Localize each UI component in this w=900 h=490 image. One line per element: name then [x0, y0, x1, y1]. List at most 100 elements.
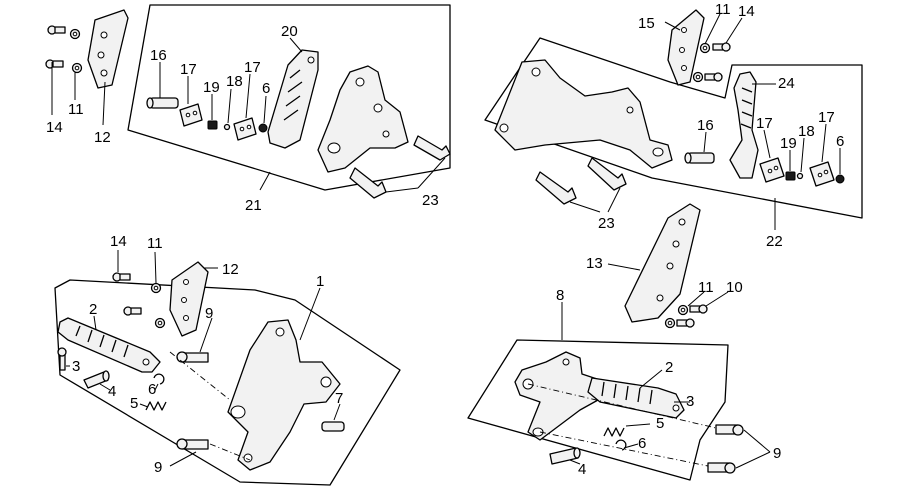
callout-6-d: 6: [638, 435, 646, 452]
spring-19-top-right: [785, 171, 796, 181]
nut-6-top-right: [835, 174, 845, 184]
callout-23-a: 23: [422, 192, 439, 209]
rearset-bracket-bottom-right: [514, 351, 601, 441]
bolt-23-top-left-a: [413, 135, 451, 161]
clip-6-bottom-right: [615, 439, 627, 451]
spring-5-bottom-right: [603, 427, 625, 437]
callout-18-b: 18: [798, 123, 815, 140]
pin-16-top-right: [684, 152, 715, 164]
callout-3-a: 3: [72, 358, 80, 375]
plate-17-top-left-b: [233, 117, 257, 141]
footpeg-2-bottom-left: [57, 317, 161, 373]
screw-3-bottom-left: [57, 347, 67, 371]
callout-17-c: 17: [756, 115, 773, 132]
callout-4-a: 4: [108, 383, 116, 400]
callout-4-b: 4: [578, 461, 586, 478]
callout-9-a: 9: [205, 305, 213, 322]
callout-labels: 14 11 12 16 17 19 18 17 6 20 21 23 15 11…: [46, 1, 844, 478]
assembly-frame-22: [484, 37, 863, 219]
callout-2-b: 2: [665, 359, 673, 376]
callout-9-c: 9: [773, 445, 781, 462]
heel-plate-12-top-left: [87, 9, 129, 89]
callout-8: 8: [556, 287, 564, 304]
rearset-bracket-1-bottom-left: [227, 319, 341, 471]
callout-6-a: 6: [262, 80, 270, 97]
screw-14-bottom-left-b: [123, 306, 142, 316]
callout-3-b: 3: [686, 393, 694, 410]
screw-10-bottom-right-a: [689, 304, 708, 314]
spring-19-top-left: [207, 120, 218, 130]
callout-19-b: 19: [780, 135, 797, 152]
bottom-left-group: [54, 250, 401, 486]
plate-17-top-right-a: [759, 157, 785, 183]
assembly-frame-21: [127, 4, 451, 191]
callout-9-b: 9: [154, 459, 162, 476]
bolt-9-bottom-left-b: [176, 438, 209, 450]
screw-10-bottom-right-b: [676, 318, 695, 328]
top-left-group: [45, 4, 451, 199]
callout-19-a: 19: [203, 79, 220, 96]
bolt-23-top-right-b: [587, 157, 627, 191]
heel-plate-13-bottom-right: [624, 203, 701, 323]
bolt-23-top-right-a: [535, 171, 577, 205]
callout-22: 22: [766, 233, 783, 250]
washer-11-bottom-right-b: [664, 317, 676, 329]
callout-20: 20: [281, 23, 298, 40]
callout-14-a: 14: [46, 119, 63, 136]
plate-17-top-left-a: [179, 103, 203, 127]
pin-16-top-left: [146, 97, 179, 109]
footpeg-24-top-right: [729, 71, 759, 179]
callout-6-b: 6: [836, 133, 844, 150]
clip-6-bottom-left: [153, 373, 165, 385]
washer-11-bottom-left-a: [150, 282, 162, 294]
callout-1: 1: [316, 273, 324, 290]
callout-16-a: 16: [150, 47, 167, 64]
washer-11-top-left-b: [71, 62, 83, 74]
callout-14-c: 14: [110, 233, 127, 250]
callout-5-a: 5: [130, 395, 138, 412]
rearset-bracket-top-right: [494, 59, 673, 169]
callout-10: 10: [726, 279, 743, 296]
ball-18-top-right: [796, 172, 804, 180]
callout-23-b: 23: [598, 215, 615, 232]
callout-17-a: 17: [180, 61, 197, 78]
callout-12-a: 12: [94, 129, 111, 146]
pin-4-bottom-left: [83, 370, 110, 389]
callout-11-d: 11: [698, 279, 714, 296]
ball-18-top-left: [223, 123, 231, 131]
assembly-frame-1: [54, 279, 401, 486]
footpeg-2-bottom-right: [587, 377, 685, 419]
washer-11-top-right-a: [699, 42, 711, 54]
screw-14-top-left-b: [45, 59, 64, 69]
washer-11-bottom-right-a: [677, 304, 689, 316]
callout-5-b: 5: [656, 415, 664, 432]
callout-16-b: 16: [697, 117, 714, 134]
callout-12-b: 12: [222, 261, 239, 278]
bottom-right-group: [467, 203, 771, 481]
assembly-frame-8: [467, 339, 729, 481]
bolt-9-bottom-left-a: [176, 351, 209, 363]
screw-14-bottom-left: [112, 272, 131, 282]
screw-14-top-right-a: [712, 42, 731, 52]
screw-14-top-left-a: [47, 25, 66, 35]
callout-18-a: 18: [226, 73, 243, 90]
rearset-bracket-top-left: [317, 65, 409, 173]
bolt-9-bottom-right-a: [715, 424, 744, 436]
bolt-23-top-left-b: [349, 167, 387, 199]
bolt-9-bottom-right-b: [707, 462, 736, 474]
nut-6-top-left: [258, 123, 268, 133]
callout-11-b: 11: [715, 1, 731, 18]
washer-11-bottom-left-b: [154, 317, 166, 329]
top-right-group: [484, 9, 863, 230]
callout-17-b: 17: [244, 59, 261, 76]
pin-7-bottom-left: [321, 421, 345, 432]
spring-5-bottom-left: [145, 401, 167, 411]
screw-14-top-right-b: [704, 72, 723, 82]
plate-17-top-right-b: [809, 161, 835, 187]
callout-13: 13: [586, 255, 603, 272]
callout-7: 7: [335, 390, 343, 407]
callout-11-a: 11: [68, 101, 84, 118]
callout-2-a: 2: [89, 301, 97, 318]
callout-21: 21: [245, 197, 262, 214]
